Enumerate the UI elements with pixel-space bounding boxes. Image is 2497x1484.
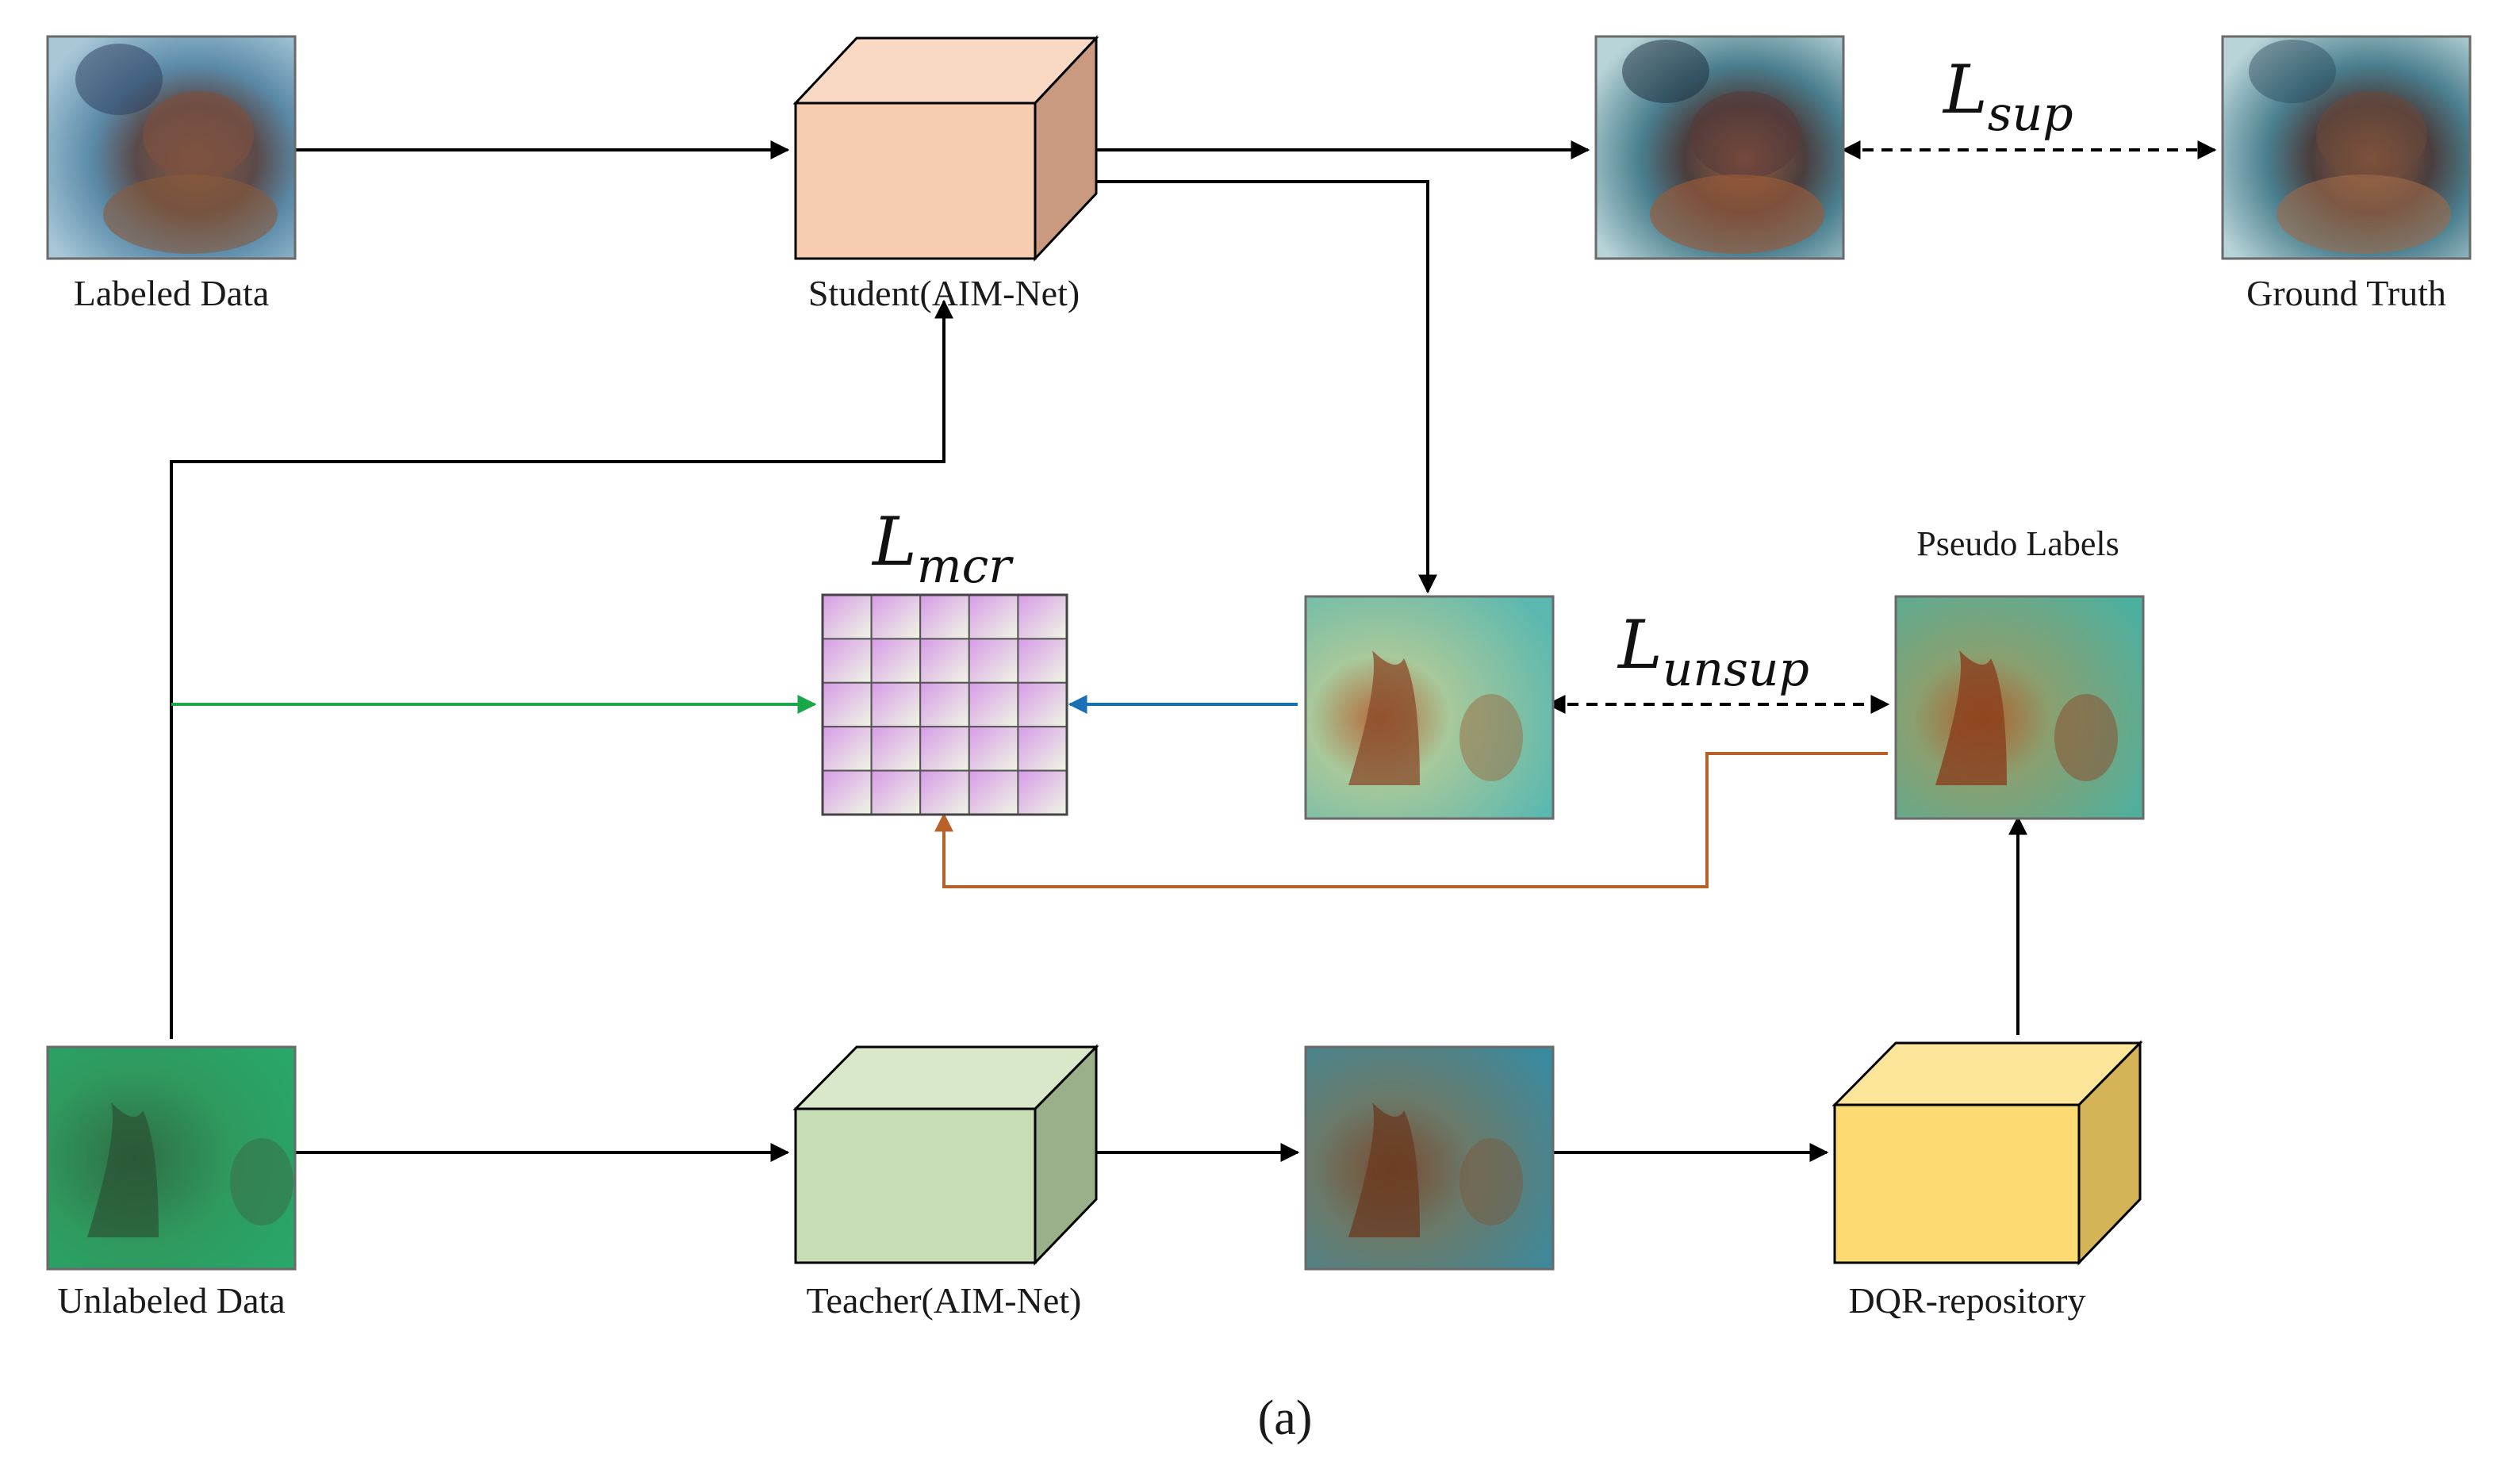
mcr-grid-cell <box>919 638 970 684</box>
loss-sup-subscript: sup <box>1988 86 2073 142</box>
dqr-label: DQR-repository <box>1849 1280 2086 1321</box>
loss-mcr-base: L <box>871 503 917 581</box>
mcr-grid-cell <box>1017 681 1068 728</box>
student-cube <box>792 35 1099 262</box>
mcr-grid-cell <box>919 726 970 772</box>
mcr-grid-cell <box>822 726 873 772</box>
loss-mcr-subscript: mcr <box>917 539 1014 594</box>
mcr-grid-cell <box>822 681 873 728</box>
teacher-label: Teacher(AIM-Net) <box>807 1280 1082 1321</box>
mcr-grid-cell <box>968 638 1019 684</box>
mcr-grid-cell <box>870 726 922 772</box>
mcr-grid-border <box>821 593 1068 816</box>
mcr-grid-cell <box>822 594 873 640</box>
teacher-cube <box>792 1044 1099 1266</box>
mcr-grid-cell <box>968 681 1019 728</box>
unlabeled-data-image <box>46 1045 297 1271</box>
mcr-grid-cell <box>919 594 970 640</box>
pseudo-labels-label: Pseudo Labels <box>1916 524 2119 563</box>
ground-truth-label: Ground Truth <box>2246 273 2446 313</box>
loss-unsup-subscript: unsup <box>1663 642 1809 697</box>
arrow-unlabeled-to-student <box>170 299 953 1039</box>
mcr-grid-cell <box>870 638 922 684</box>
loss-sup-label: Lsup <box>1942 51 2073 142</box>
labeled-data-image <box>46 35 297 260</box>
student-label: Student(AIM-Net) <box>808 273 1080 313</box>
mcr-grid-cell <box>919 681 970 728</box>
mcr-grid-cell <box>870 769 922 815</box>
pseudo-labels-image <box>1894 595 2145 820</box>
dqr-cube <box>1832 1040 2143 1266</box>
labeled-data-label: Labeled Data <box>74 273 269 313</box>
connectors <box>170 140 2217 1162</box>
mcr-grid-cell <box>870 594 922 640</box>
loss-sup-base: L <box>1942 51 1988 128</box>
mcr-grid-cell <box>919 769 970 815</box>
student-unsupervised-output-image <box>1304 595 1555 820</box>
mcr-grid-cell <box>1017 726 1068 772</box>
loss-unsup-base: L <box>1617 606 1663 684</box>
mcr-grid-cell <box>968 769 1019 815</box>
mcr-grid-cell <box>968 594 1019 640</box>
loss-mcr-label: Lmcr <box>871 503 1014 594</box>
mcr-grid-cell <box>822 769 873 815</box>
mcr-grid-cell <box>968 726 1019 772</box>
arrow-student-to-unsup-image <box>1096 180 1437 594</box>
mcr-grid-cell <box>822 638 873 684</box>
mcr-grid-cell <box>1017 638 1068 684</box>
unlabeled-data-label: Unlabeled Data <box>57 1280 285 1321</box>
mcr-grid-cell <box>1017 769 1068 815</box>
loss-unsup-label: Lunsup <box>1617 606 1809 697</box>
ground-truth-image <box>2221 35 2472 260</box>
mcr-grid-cell <box>870 681 922 728</box>
caption-label: (a) <box>1258 1391 1313 1445</box>
mcr-grid <box>821 593 1068 816</box>
student-supervised-output-image <box>1594 35 1845 260</box>
arrow-orange-to-mcr <box>934 752 1888 888</box>
mcr-grid-cell <box>1017 594 1068 640</box>
teacher-output-image <box>1304 1045 1555 1271</box>
